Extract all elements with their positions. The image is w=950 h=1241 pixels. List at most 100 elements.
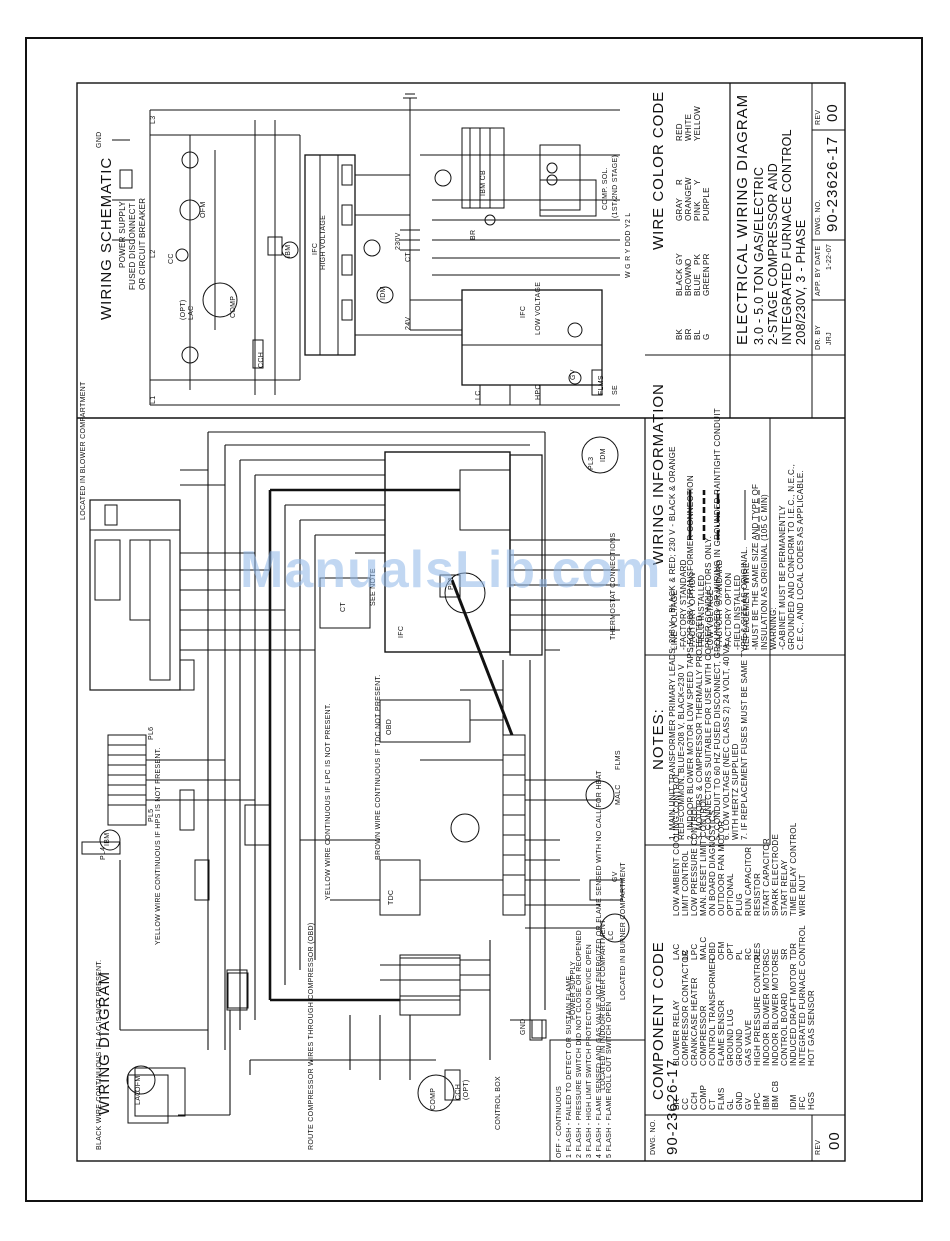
schematic-hpc: HPC (535, 384, 542, 400)
dwg-no-value-bottom: 90-23626-17 (664, 1058, 681, 1155)
wiring-info-low-2: -FACTORY OPTION (724, 572, 733, 650)
wire-color-2-desc: ORANGE (684, 184, 693, 221)
component-code-right-code: RES (753, 942, 762, 960)
diagram-located-blower: LOCATED IN BLOWER COMPARTMENT (80, 381, 87, 520)
app-by-label: APP. BY (815, 267, 822, 296)
wire-color-1-code: BK (675, 328, 684, 340)
component-code-right-code: OBD (708, 941, 717, 960)
diagram-ct: CT (340, 602, 347, 612)
wire-color-2-row: PKPINK (693, 185, 702, 265)
component-code-right-code: LC (681, 949, 690, 960)
component-code-right-row: RESRESISTOR (753, 772, 762, 960)
schematic-l1: L1 (150, 395, 157, 404)
schematic-l2: L2 (150, 249, 157, 258)
component-code-left-row: HGS HOT GAS SENSOR (807, 925, 816, 1110)
main-title: ELECTRICAL WIRING DIAGRAM (734, 93, 751, 345)
line-samples (688, 490, 771, 540)
component-code-left-code: HGS (807, 1091, 816, 1110)
wire-color-1-row: BL BLUE (693, 264, 702, 340)
component-code-right-code: SC (762, 948, 771, 960)
notes-title: NOTES: (650, 708, 667, 770)
wiring-info-title: WIRING INFORMATION (650, 383, 667, 565)
diagram-pl6: PL6 (148, 726, 155, 740)
component-code-right-code: OFM (717, 941, 726, 960)
component-code-right-row: SRSTART RELAY (780, 772, 789, 960)
component-code-left-desc: INDOOR BLOWER MOTOR (762, 959, 771, 1066)
component-code-right-code: MALC (699, 936, 708, 960)
component-code-left-desc: BLOWER RELAY (672, 999, 681, 1066)
date-label: DATE (815, 245, 822, 265)
component-code-right-code: PL (735, 949, 744, 960)
wire-color-3-desc: YELLOW (693, 105, 702, 141)
diagram-control-box: CONTROL BOX (495, 1076, 502, 1130)
wire-color-2-code: PR (702, 253, 711, 265)
component-code-right-desc: START CAPACITOR (762, 838, 771, 916)
subtitle-line-2: 2-STAGE COMPRESSOR AND (766, 162, 780, 345)
component-code-left-code: IFC (798, 1096, 807, 1110)
wire-color-1-desc: BLACK (675, 268, 684, 296)
schematic-230v: 230V (395, 232, 402, 250)
component-code-left-desc: HOT GAS SENSOR (807, 989, 816, 1066)
ibm-control-board (89, 499, 181, 691)
schematic-power-supply: POWER SUPPLY (118, 200, 127, 268)
diagram-tdc: TDC (388, 889, 395, 905)
ifc-status-box (549, 1039, 646, 1162)
schematic-thermostat-terminals: W G R Y DDD Y2 L (625, 212, 632, 279)
wire-color-3-row: RRED (675, 106, 684, 185)
component-code-right-code: TDR (789, 942, 798, 960)
schematic-comp: COMP (230, 295, 237, 318)
schematic-idm: IDM (380, 286, 387, 300)
component-code-right-code: OPT (726, 942, 735, 960)
wire-color-1-row: BRBROWN (684, 264, 693, 340)
wire-color-1-code: BL (693, 329, 702, 340)
component-code-right-row: SESPARK ELECTRODE (771, 772, 780, 960)
wire-color-1-desc: BLUE (693, 273, 702, 296)
subtitle-block: 3.0 - 5.0 TON GAS/ELECTRIC 2-STAGE COMPR… (752, 129, 808, 345)
diagram-gv: GV (612, 871, 619, 882)
component-code-left-desc: INDUCED DRAFT MOTOR (789, 963, 798, 1066)
wire-color-3-row: W WHITE (684, 106, 693, 185)
schematic-high-voltage: HIGH VOLTAGE (320, 214, 327, 270)
wire-color-3-desc: WHITE (684, 113, 693, 141)
diagram-located-burner: LOCATED IN BURNER COMPARTMENT (620, 862, 627, 1000)
date-value: 1-22-07 (826, 243, 833, 270)
component-code-left-code: HPC (753, 1092, 762, 1110)
rev-value: 00 (824, 103, 841, 122)
schematic-ifc: IFC (312, 242, 319, 255)
ifc-status-code-4: 4 FLASH - FLAME SENSED AND GAS VALVE NOT… (596, 770, 603, 1158)
schematic-gnd: GND (96, 131, 103, 148)
wire-color-1-desc: BROWN (684, 263, 693, 296)
schematic-comp-sol: COMP. SOL. (602, 167, 609, 210)
component-code-left-desc: COMPRESSOR (699, 1005, 708, 1066)
ifc-status-code-5: 5 FLASH - FLAME ROLL OUT SWITCH OPEN (606, 1001, 613, 1158)
component-code-left-code: GND (735, 1091, 744, 1110)
component-code-left-desc: GROUND LUG (726, 1008, 735, 1066)
dr-by-value: JRJ (826, 332, 833, 345)
subtitle-line-3: INTEGRATED FURNACE CONTROL (780, 129, 794, 345)
wire-color-3-code: W (684, 177, 693, 185)
component-code-right-row: WIRE NUT (798, 772, 807, 960)
dwg-no-label-bottom: DWG. NO. (650, 1119, 657, 1155)
component-code-left-desc: GROUND (735, 1028, 744, 1066)
diagram-pl3: PL3 (588, 456, 595, 470)
pl4-plug (107, 734, 147, 826)
schematic-wiring (112, 93, 620, 406)
schematic-flms: FLMS (598, 375, 605, 395)
component-code-right-row: SC START CAPACITOR (762, 772, 771, 960)
wiring-info-warning-4: C.E.C., AND LOCAL CODES AS APPLICABLE. (796, 469, 805, 650)
rev-value-bottom: 00 (826, 1131, 843, 1150)
component-code-right-code: LPC (690, 943, 699, 960)
schematic-circuit-breaker: OR CIRCUIT BREAKER (138, 197, 147, 290)
component-code-left-code: COMP (699, 1084, 708, 1110)
wire-color-1-row: BK BLACK (675, 264, 684, 340)
wire-color-2-code: GY (675, 252, 684, 265)
component-code-right-desc: PLUG (735, 893, 744, 916)
wiring-info-replacement-1: REPLACEMENT WIRE (742, 562, 751, 650)
component-code-left-desc: GAS VALVE (744, 1019, 753, 1066)
diagram-black-wire-note: BLACK WIRE CONTINUOUS IF LAC IS NOT PRES… (96, 959, 103, 1150)
component-code-left-desc: CONTROL TRANSFORMER (708, 957, 717, 1066)
schematic-ct: CT (405, 252, 412, 262)
component-code-left-code: CT (708, 1098, 717, 1110)
